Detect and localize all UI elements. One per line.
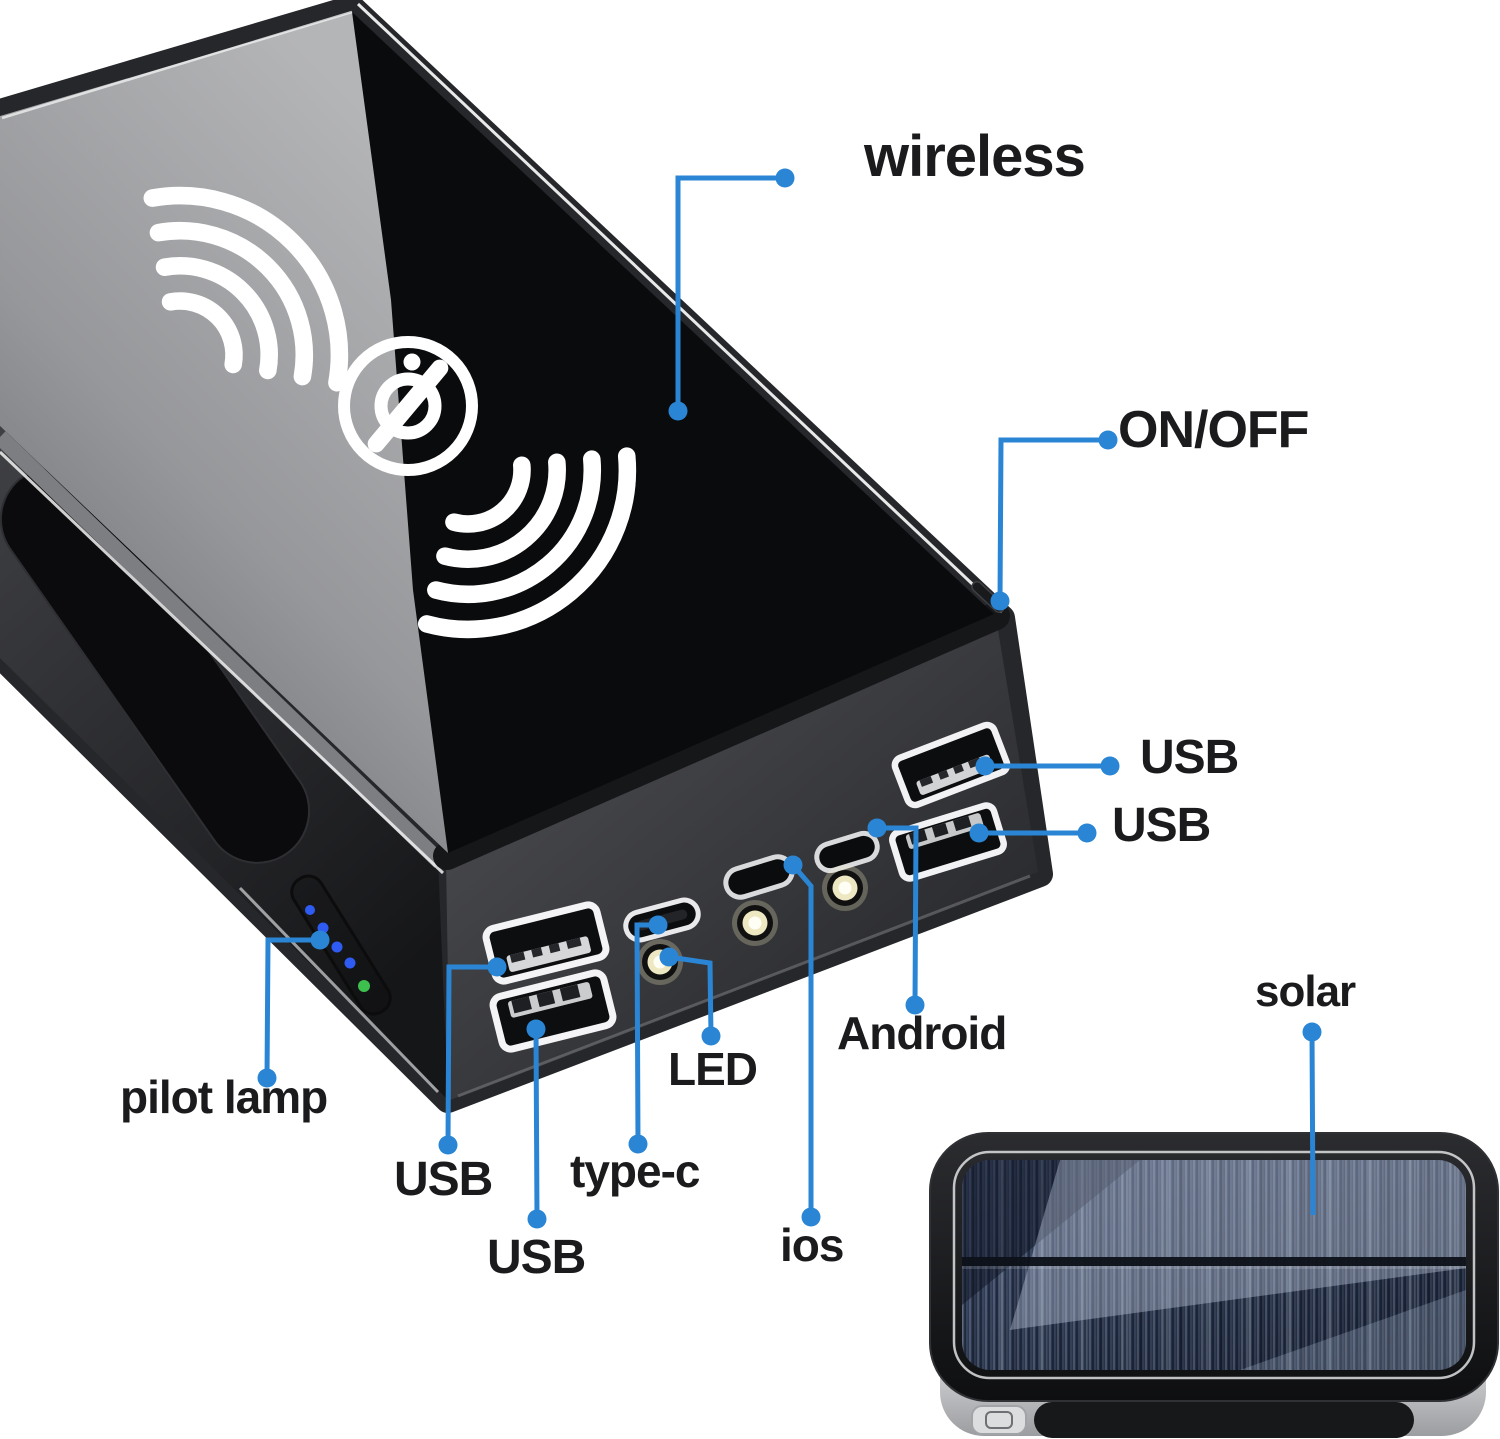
green-led <box>358 980 370 992</box>
label-type-c: type-c <box>570 1145 700 1197</box>
inset-button-icon <box>985 1411 1013 1429</box>
label-android: Android <box>837 1007 1007 1059</box>
qi-logo-icon <box>338 336 478 476</box>
leader-lines <box>264 175 1316 1220</box>
usb-a-port-left-upper <box>482 901 610 985</box>
glass-top-face <box>0 2 1004 853</box>
inset-power-button <box>971 1405 1027 1435</box>
signal-waves-lower-icon <box>417 447 637 639</box>
label-ios: ios <box>780 1219 844 1271</box>
leader-usb-left-upper <box>445 964 497 1146</box>
inset-bottom-slot <box>1034 1402 1414 1438</box>
label-usb-bottom-right: USB <box>1112 799 1211 852</box>
pilot-lamp-indicator <box>290 874 392 1016</box>
label-wireless: wireless <box>864 124 1086 189</box>
leader-led <box>668 954 714 1037</box>
left-bevel-band <box>0 431 446 868</box>
power-bank-body <box>0 0 1053 1113</box>
label-solar: solar <box>1255 967 1356 1016</box>
leader-usb-left-lower <box>533 1028 540 1220</box>
left-bevel-hairline <box>0 450 445 875</box>
leader-dots <box>257 168 1322 1229</box>
flashlight-led-3 <box>822 865 868 911</box>
label-on-off: ON/OFF <box>1118 401 1309 459</box>
solar-panel-surface <box>962 1160 1466 1370</box>
label-usb-top-right: USB <box>1140 731 1239 784</box>
panel-divider <box>962 1257 1466 1266</box>
label-usb-left-lower: USB <box>487 1231 586 1284</box>
flashlight-led-2 <box>732 900 778 946</box>
usb-a-port-right-upper <box>891 721 1011 809</box>
leader-on-off <box>997 437 1108 602</box>
left-side-face <box>0 420 448 1100</box>
battery-level-leds <box>305 905 370 992</box>
leader-pilot-lamp <box>264 937 320 1079</box>
android-micro-usb-port <box>814 830 880 874</box>
label-usb-left-upper: USB <box>394 1153 493 1206</box>
usb-a-port-left-lower <box>489 969 617 1053</box>
solar-panel-inset <box>929 1132 1499 1438</box>
leader-solar <box>1309 1031 1316 1216</box>
label-led: LED <box>668 1043 758 1095</box>
front-edge-bevel <box>433 602 1010 870</box>
leader-wireless <box>675 175 785 411</box>
signal-waves-upper-icon <box>143 186 349 392</box>
label-pilot-lamp: pilot lamp <box>120 1071 328 1123</box>
leader-android <box>877 825 919 1006</box>
glass-reflection <box>0 12 448 853</box>
